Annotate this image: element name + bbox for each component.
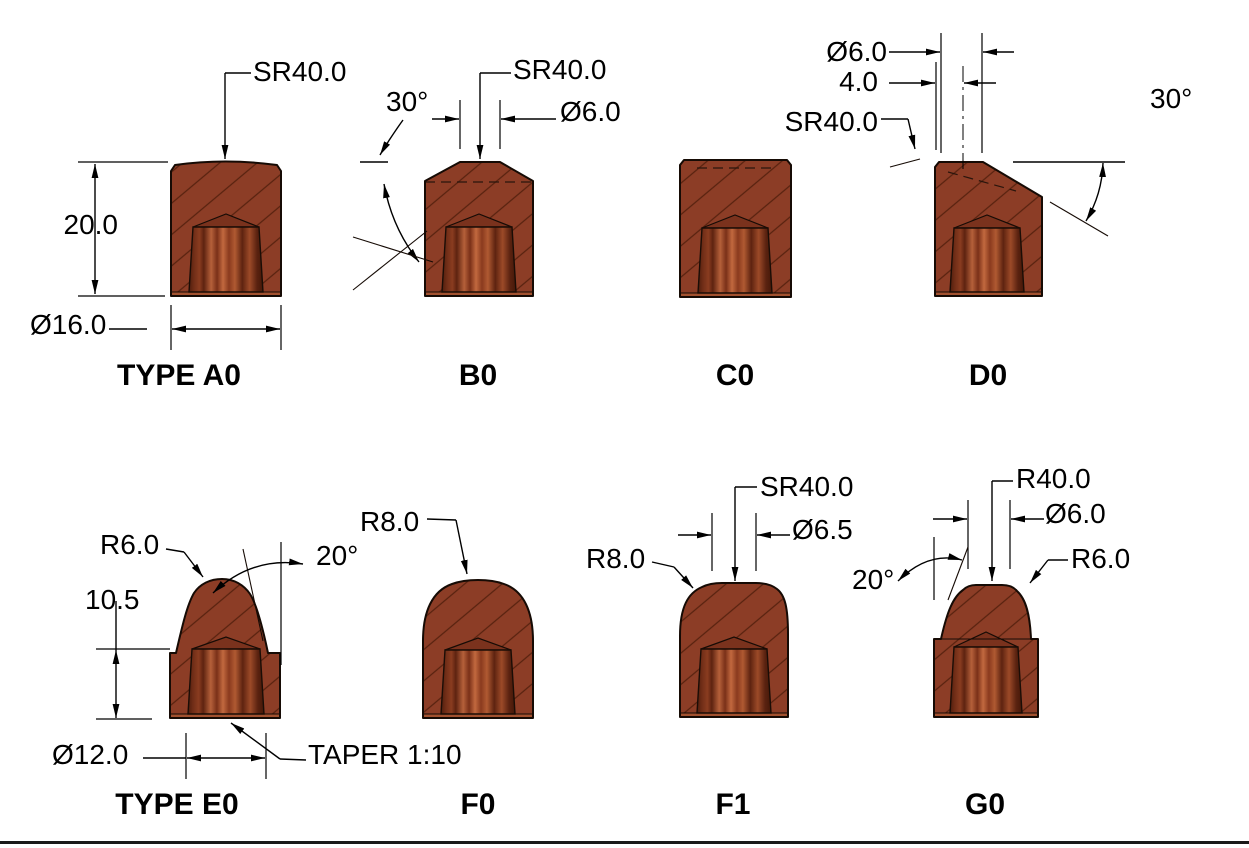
dim-label-e0-angle: 20° <box>316 540 359 571</box>
dim-label-d0-sr40: SR40.0 <box>784 106 878 137</box>
dim-label-d0-flat: 4.0 <box>839 66 878 97</box>
cap-a0 <box>170 160 282 297</box>
dim-label-f0-radius: R8.0 <box>360 506 420 537</box>
type-label-b0: B0 <box>458 359 498 392</box>
dim-label-a0-dia: Ø16.0 <box>30 309 107 340</box>
dim-label-g0-angle: 20° <box>852 564 895 595</box>
cap-d0-dimensions <box>881 33 1125 237</box>
cap-a0-bore <box>188 226 264 293</box>
cap-a0-dimensions <box>78 72 282 350</box>
dim-label-g0-tip: Ø6.0 <box>1045 498 1106 529</box>
type-label-d0: D0 <box>968 359 1008 392</box>
type-label-a0: TYPE A0 <box>117 359 241 392</box>
cap-b0 <box>424 161 534 297</box>
cap-f0-dimensions <box>426 518 468 575</box>
dim-label-f1-sr40: SR40.0 <box>760 471 854 502</box>
dim-label-f1-tip: Ø6.5 <box>792 514 853 545</box>
dim-label-b0-sr40: SR40.0 <box>513 54 607 85</box>
dim-label-a0-height: 20.0 <box>63 209 119 240</box>
cap-e0-bore <box>187 648 265 715</box>
cap-b0-dimensions <box>352 72 556 291</box>
cap-g0-bore <box>949 646 1023 714</box>
cap-f1-bore <box>696 648 772 714</box>
type-label-c0: C0 <box>715 359 755 392</box>
dim-label-e0-radius: R6.0 <box>100 529 160 560</box>
cap-d0 <box>934 161 1043 297</box>
cap-d0-bore <box>949 227 1025 293</box>
dim-label-a0-sr40: SR40.0 <box>253 56 347 87</box>
cap-f0-bore <box>440 649 516 715</box>
dim-label-d0-angle: 30° <box>1150 83 1193 114</box>
cap-g0-dimensions <box>897 480 1068 601</box>
dim-label-e0-height: 10.5 <box>85 584 140 615</box>
dim-label-f1-radius: R8.0 <box>586 543 646 574</box>
cap-b0-bore <box>441 226 517 293</box>
cap-f0 <box>422 579 534 719</box>
cap-g0 <box>933 584 1039 718</box>
bottom-border-line <box>0 841 1249 844</box>
cap-e0-dimensions <box>96 542 307 779</box>
dim-label-g0-r6: R6.0 <box>1071 543 1131 574</box>
dim-label-g0-r40: R40.0 <box>1016 463 1091 494</box>
cap-c0 <box>679 159 792 298</box>
dim-label-b0-angle: 30° <box>386 86 429 117</box>
type-label-g0: G0 <box>964 788 1006 821</box>
cap-f1-dimensions <box>651 486 790 589</box>
dim-label-b0-tip: Ø6.0 <box>560 96 621 127</box>
dim-label-e0-dia: Ø12.0 <box>52 739 129 770</box>
dim-label-d0-tip: Ø6.0 <box>826 36 887 67</box>
cap-e0 <box>169 578 281 719</box>
cap-f1 <box>679 582 789 718</box>
type-label-e0: TYPE E0 <box>115 788 239 821</box>
dim-label-e0-taper: TAPER 1:10 <box>308 739 462 770</box>
type-label-f0: F0 <box>460 788 496 821</box>
cap-c0-bore <box>697 227 773 294</box>
type-label-f1: F1 <box>715 788 751 821</box>
